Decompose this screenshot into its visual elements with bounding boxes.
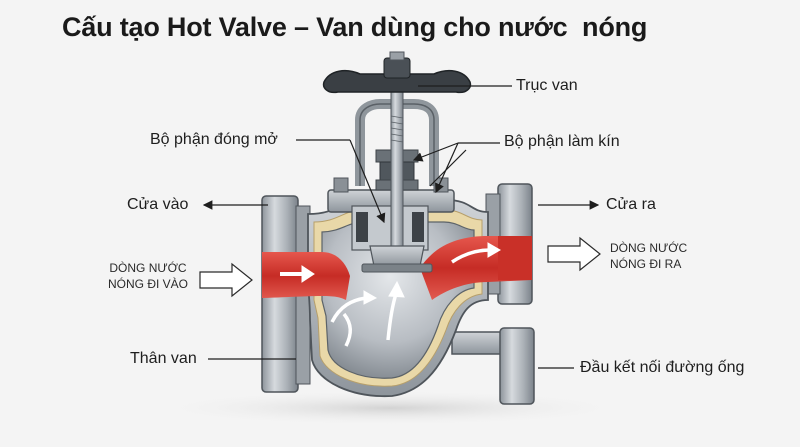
flow-out-line2: NÓNG ĐI RA — [610, 257, 682, 271]
page-title: Cấu tạo Hot Valve – Van dùng cho nước nó… — [62, 12, 648, 42]
flow-out-arrow — [547, 236, 601, 272]
label-inlet: Cửa vào — [127, 196, 189, 213]
flow-in-arrow — [199, 262, 253, 298]
leader-lines — [202, 85, 600, 369]
outside-flow-arrows — [199, 236, 601, 298]
label-pipe-connection: Đầu kết nối đường ống — [580, 359, 745, 376]
flow-out-label: DÒNG NƯỚC NÓNG ĐI RA — [610, 240, 687, 272]
label-closing-element: Bộ phận đóng mở — [150, 131, 278, 148]
label-seal: Bộ phận làm kín — [504, 133, 620, 150]
internal-flow-arrows — [280, 242, 501, 347]
flow-out-line1: DÒNG NƯỚC — [610, 241, 688, 255]
label-stem: Trục van — [516, 77, 578, 94]
hot-water-outlet-flange — [498, 236, 532, 280]
label-body: Thân van — [130, 350, 197, 367]
label-outlet: Cửa ra — [606, 196, 656, 213]
flow-in-line2: NÓNG ĐI VÀO — [107, 277, 188, 291]
handwheel — [322, 51, 472, 94]
flow-in-label: DÒNG NƯỚC NÓNG ĐI VÀO — [100, 260, 196, 292]
valve-stem — [390, 69, 404, 251]
pipe-connection-flange — [451, 327, 535, 405]
valve-disc — [361, 245, 433, 273]
flow-in-line1: DÒNG NƯỚC — [109, 261, 187, 275]
